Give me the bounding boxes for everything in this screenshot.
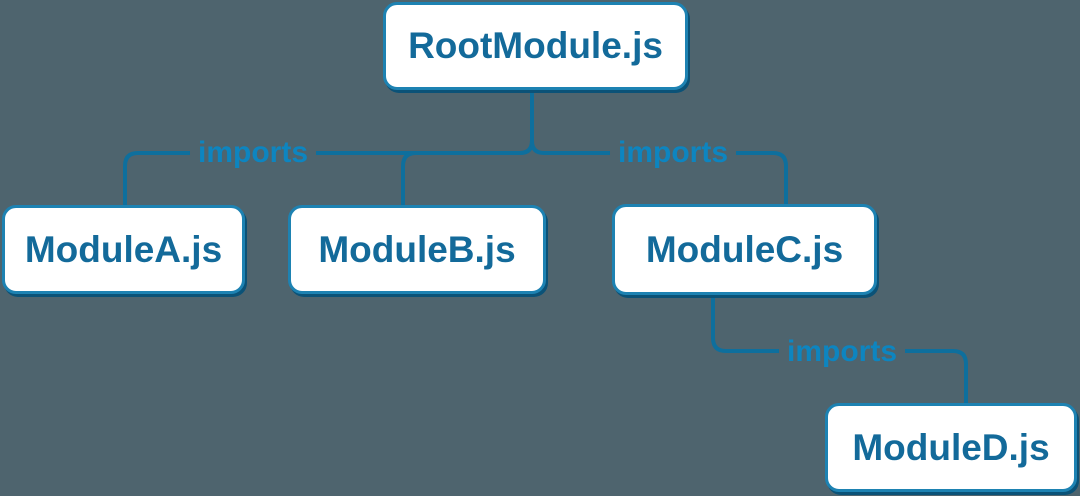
node-label: ModuleB.js: [318, 228, 516, 270]
node-label: ModuleC.js: [645, 228, 844, 270]
node-modulea: ModuleA.js: [2, 205, 245, 294]
edge-label-imports-modulec-moduled: imports: [778, 335, 906, 369]
node-rootmodule: RootModule.js: [383, 2, 688, 90]
edge-label-imports-root-modulec: imports: [609, 136, 737, 170]
node-moduleb: ModuleB.js: [288, 205, 546, 294]
node-label: RootModule.js: [408, 25, 663, 66]
node-label: ModuleD.js: [852, 426, 1050, 468]
edge-label-imports-root-modulea: imports: [189, 136, 317, 170]
edge-root-to-moduleb: [401, 90, 534, 205]
edge-root-to-modulea: [123, 90, 534, 205]
node-modulec: ModuleC.js: [612, 204, 877, 295]
node-moduled: ModuleD.js: [825, 403, 1077, 492]
node-label: ModuleA.js: [24, 228, 223, 270]
